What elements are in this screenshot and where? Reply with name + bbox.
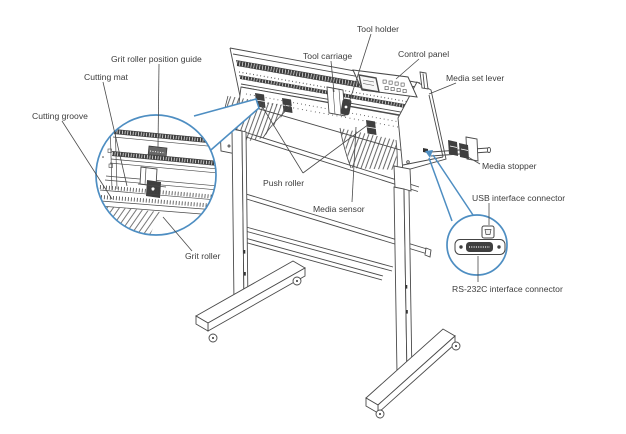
detail-carriage-line <box>144 167 147 186</box>
media-stopper-knob-1 <box>448 140 458 156</box>
label-grit-roller: Grit roller <box>185 251 220 261</box>
side-panel-inner-edge <box>428 94 444 158</box>
label-media-sensor: Media sensor <box>313 204 365 214</box>
leg-hole <box>243 250 246 254</box>
caster-hub-2 <box>296 280 298 282</box>
leader-grit-roller-position-guide <box>157 63 160 148</box>
guide-marks <box>149 150 166 154</box>
callout-funnel-lines <box>428 154 474 222</box>
detail-tool-cap <box>151 187 155 191</box>
tool-carriage-lines <box>332 88 342 116</box>
front-face-dots-2 <box>249 99 399 128</box>
rs232c-dsub <box>466 242 493 252</box>
rack-bar-top <box>234 128 420 192</box>
usb-port-inner <box>484 229 492 235</box>
callout-funnel-tip <box>425 150 433 158</box>
leg-hole-4 <box>406 310 408 314</box>
leader-media-set-lever <box>428 82 457 95</box>
label-control-panel: Control panel <box>398 49 449 59</box>
leader-media-sensor <box>351 126 357 203</box>
brace-bar-2 <box>243 237 384 281</box>
label-media-stopper: Media stopper <box>482 161 537 171</box>
part-labels: Tool holder Grit roller position guide T… <box>32 24 565 294</box>
label-cutting-groove: Cutting groove <box>32 111 88 121</box>
caster-hub-4 <box>455 345 457 347</box>
frame-hole-3 <box>108 163 113 168</box>
detail-line-5 <box>99 200 216 216</box>
leg-hole-2 <box>244 272 246 276</box>
screen-content-lines <box>362 79 375 86</box>
leader-lines <box>61 33 490 282</box>
label-tool-holder: Tool holder <box>357 24 399 34</box>
right-bracket <box>393 165 412 192</box>
frame-dot-2 <box>102 156 104 158</box>
detail-rail-band-2 <box>112 151 216 166</box>
media-set-lever-line <box>422 73 425 89</box>
label-media-set-lever: Media set lever <box>446 73 504 83</box>
leader-tool-holder <box>348 33 372 104</box>
left-foot-cap <box>195 315 209 332</box>
detail-knurl-1 <box>113 129 216 144</box>
control-panel-screen <box>358 74 380 93</box>
brace-bar-1 <box>244 226 394 272</box>
rs232c-screw-left <box>459 245 463 249</box>
callout-beak-fill <box>194 99 259 156</box>
label-tool-carriage: Tool carriage <box>303 51 352 61</box>
detail-line-2 <box>109 158 216 174</box>
detail-bracket-line <box>137 183 167 188</box>
media-stopper-knob-2 <box>459 143 469 159</box>
leader-grit-roller <box>162 216 193 252</box>
label-cutting-mat: Cutting mat <box>84 72 129 82</box>
leader-control-panel <box>395 58 420 80</box>
left-foot-side <box>207 267 306 332</box>
label-push-roller: Push roller <box>263 178 304 188</box>
callout-left-ring <box>95 114 217 236</box>
caster-hub <box>212 337 214 339</box>
control-panel-buttons <box>382 79 407 94</box>
label-grit-roller-position-guide: Grit roller position guide <box>111 54 202 64</box>
caster-hub-3 <box>379 413 381 415</box>
callout-right-ring <box>446 214 508 276</box>
detail-callout-right <box>425 150 508 276</box>
callout-beak-outline <box>193 98 260 157</box>
tool-holder-cap <box>344 105 348 109</box>
detail-line-4 <box>99 189 216 201</box>
stand <box>195 123 461 419</box>
side-panel <box>397 81 447 172</box>
left-foot-top <box>195 260 306 324</box>
callout-right-content <box>454 225 506 255</box>
right-foot-side <box>377 334 456 415</box>
label-rs232c-interface-connector: RS-232C interface connector <box>452 284 563 294</box>
leader-push-roller <box>259 102 370 174</box>
shaft-end-cap <box>487 146 491 154</box>
rack-bar-mid-cap <box>424 247 432 258</box>
side-panel-bottom-edge <box>402 156 444 166</box>
label-usb-interface-connector: USB interface connector <box>472 193 565 203</box>
frame-hole-2 <box>107 148 112 153</box>
leader-cutting-mat <box>102 81 128 187</box>
plotter-body <box>221 47 491 172</box>
grit-ticks-2 <box>100 195 216 208</box>
leader-media-stopper <box>467 156 481 165</box>
body-left-end <box>229 47 242 102</box>
side-panel-screw <box>406 160 410 164</box>
bracket-hole-2 <box>227 144 231 148</box>
leader-cutting-groove <box>61 120 113 200</box>
stopper-knob-lines <box>449 145 469 151</box>
leg-hole-3 <box>405 285 408 289</box>
rs232c-screw-right <box>497 245 501 249</box>
leader-tool-carriage <box>330 60 335 93</box>
detail-line-1 <box>112 136 216 148</box>
